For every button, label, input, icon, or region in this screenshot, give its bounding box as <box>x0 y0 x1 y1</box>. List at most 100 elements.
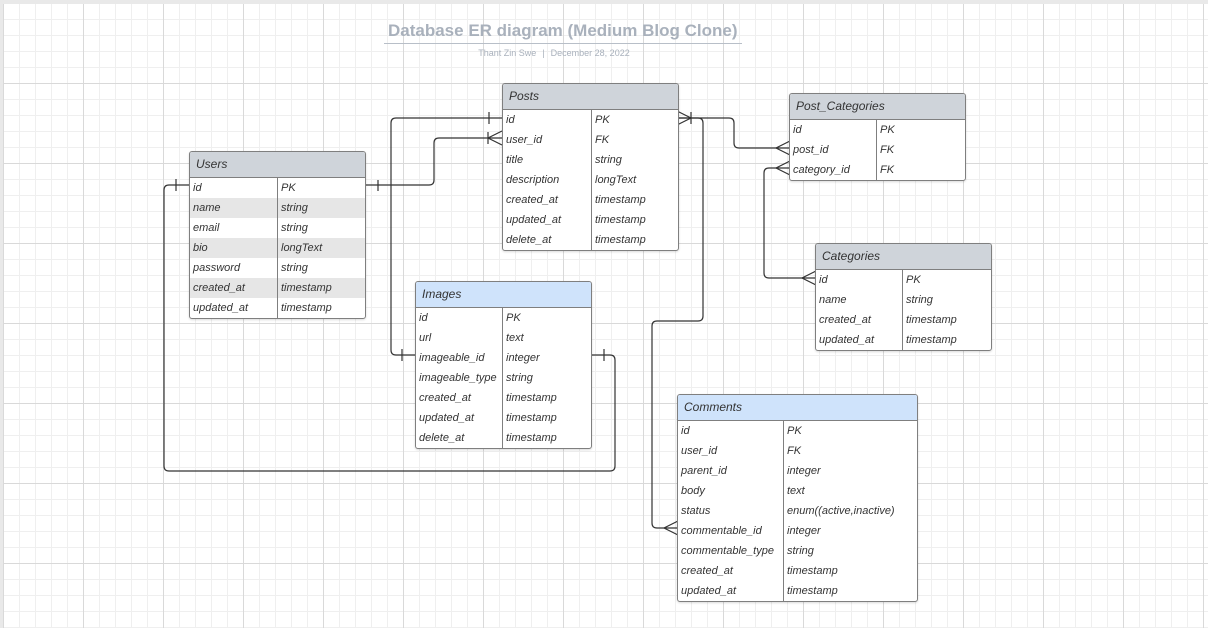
field-type: PK <box>281 182 296 194</box>
rel-users-posts[interactable] <box>365 137 502 186</box>
field-type: string <box>281 202 308 214</box>
rel-posts-comments[interactable] <box>651 117 704 529</box>
table-row[interactable]: user_id FK <box>503 130 678 150</box>
field-type: string <box>787 545 814 557</box>
diagram-subtitle: Thant Zin Swe|December 28, 2022 <box>384 48 724 58</box>
table-row[interactable]: updated_at timestamp <box>678 581 917 601</box>
field-name: id <box>793 124 802 136</box>
field-type: enum((active,inactive) <box>787 505 895 517</box>
field-type: PK <box>595 114 610 126</box>
field-name: name <box>819 294 847 306</box>
subtitle-separator: | <box>542 48 545 58</box>
column-divider <box>591 109 592 250</box>
field-type: text <box>787 485 805 497</box>
field-name: updated_at <box>681 585 737 597</box>
field-name: id <box>419 312 428 324</box>
field-name: delete_at <box>419 432 465 444</box>
rel-posts-images[interactable] <box>390 117 502 356</box>
entity-categories-header[interactable]: Categories <box>816 244 991 270</box>
postcat-category-crowfoot <box>774 160 791 176</box>
table-row[interactable]: status enum((active,inactive) <box>678 501 917 521</box>
field-name: status <box>681 505 711 517</box>
entity-post-categories-header[interactable]: Post_Categories <box>790 94 965 120</box>
field-name: description <box>506 174 560 186</box>
canvas-top-edge <box>0 0 1208 4</box>
field-name: parent_id <box>681 465 727 477</box>
field-type: integer <box>787 525 821 537</box>
field-type: integer <box>506 352 540 364</box>
field-type: PK <box>880 124 895 136</box>
column-divider <box>277 177 278 318</box>
field-name: id <box>193 182 202 194</box>
field-name: commentable_type <box>681 545 774 557</box>
field-name: created_at <box>819 314 871 326</box>
field-name: user_id <box>506 134 543 146</box>
field-type: timestamp <box>787 565 838 577</box>
table-row[interactable]: url text <box>416 328 591 348</box>
entity-users-header[interactable]: Users <box>190 152 365 178</box>
postcat-post-crowfoot <box>774 140 791 156</box>
rel-users-images[interactable] <box>163 184 616 472</box>
field-type: timestamp <box>281 302 332 314</box>
table-row[interactable]: updated_at timestamp <box>190 298 365 318</box>
field-name: updated_at <box>193 302 249 314</box>
field-type: FK <box>595 134 610 146</box>
entity-posts-header[interactable]: Posts <box>503 84 678 110</box>
table-row[interactable]: id PK <box>190 178 365 198</box>
field-name: imageable_type <box>419 372 497 384</box>
field-type: text <box>506 332 524 344</box>
entity-comments-header[interactable]: Comments <box>678 395 917 421</box>
entity-images-header[interactable]: Images <box>416 282 591 308</box>
field-type: FK <box>787 445 802 457</box>
table-row[interactable]: commentable_type string <box>678 541 917 561</box>
field-type: FK <box>880 164 895 176</box>
field-type: PK <box>906 274 921 286</box>
diagram-title[interactable]: Database ER diagram (Medium Blog Clone) <box>384 21 742 44</box>
field-type: timestamp <box>787 585 838 597</box>
table-row[interactable]: id PK <box>790 120 965 140</box>
table-row[interactable]: delete_at timestamp <box>416 428 591 448</box>
field-name: url <box>419 332 432 344</box>
field-name: created_at <box>419 392 471 404</box>
field-name: name <box>193 202 221 214</box>
table-row[interactable]: id PK <box>416 308 591 328</box>
field-name: created_at <box>506 194 558 206</box>
field-name: password <box>193 262 241 274</box>
author-name: Thant Zin Swe <box>478 48 537 58</box>
rel-posts-postcategories[interactable] <box>677 117 790 149</box>
rel-categories-postcategories[interactable] <box>763 167 816 279</box>
field-type: timestamp <box>506 432 557 444</box>
field-type: PK <box>506 312 521 324</box>
